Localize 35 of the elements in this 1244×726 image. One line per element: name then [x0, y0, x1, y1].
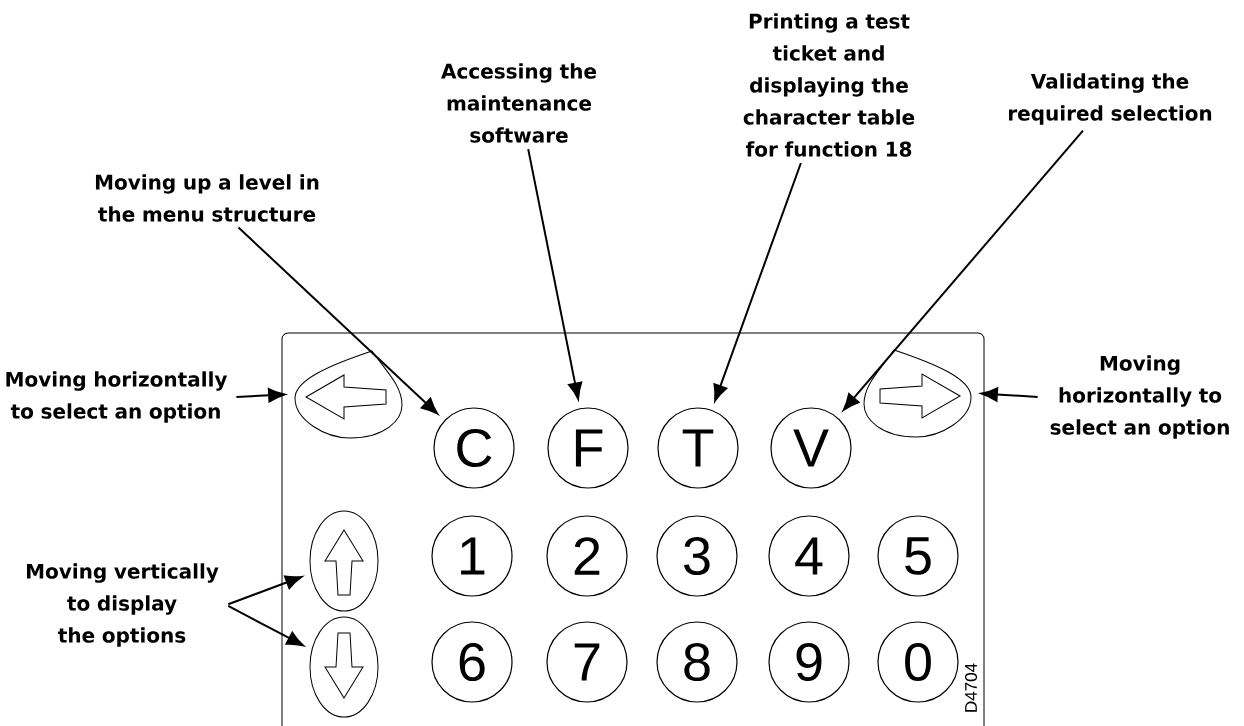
arrow-key: [863, 349, 972, 438]
annotation-text: Moving up a level in the menu structure: [95, 174, 319, 222]
arrow: [713, 162, 802, 402]
keypad-panel: [281, 332, 985, 726]
key-button: 5: [877, 515, 959, 597]
key-button: 6: [431, 621, 513, 703]
annotation-text: Accessing the maintenance software: [441, 63, 597, 143]
annotation-text: Printing a test ticket and displaying the character table for function 18: [743, 13, 915, 157]
arrow-key: [309, 616, 379, 718]
arrow: [842, 129, 1084, 411]
key-button: 0: [877, 621, 959, 703]
arrow: [237, 226, 439, 415]
arrow: [227, 604, 304, 647]
arrow-key: [294, 350, 403, 439]
key-button: 9: [768, 621, 850, 703]
annotation-text: Moving horizontally to select an option: [1050, 355, 1229, 439]
key-button: F: [547, 407, 629, 489]
key-button: 1: [431, 515, 513, 597]
arrow: [980, 387, 1039, 402]
annotation-text: Validating the required selection: [1009, 73, 1212, 125]
key-button: 2: [546, 515, 628, 597]
key-button: T: [657, 407, 739, 489]
key-button: 8: [656, 621, 738, 703]
annotation-text: Moving horizontally to select an option: [6, 371, 228, 423]
drawing-number: D4704: [965, 663, 977, 712]
arrow: [235, 388, 286, 403]
key-button: 3: [656, 515, 738, 597]
key-button: C: [433, 407, 515, 489]
arrow: [227, 575, 303, 606]
key-button: V: [770, 407, 852, 489]
arrow: [527, 148, 583, 400]
key-button: 4: [768, 515, 850, 597]
key-button: 7: [546, 621, 628, 703]
annotation-text: Moving vertically to display the options: [27, 563, 219, 647]
arrow-key: [309, 510, 379, 612]
